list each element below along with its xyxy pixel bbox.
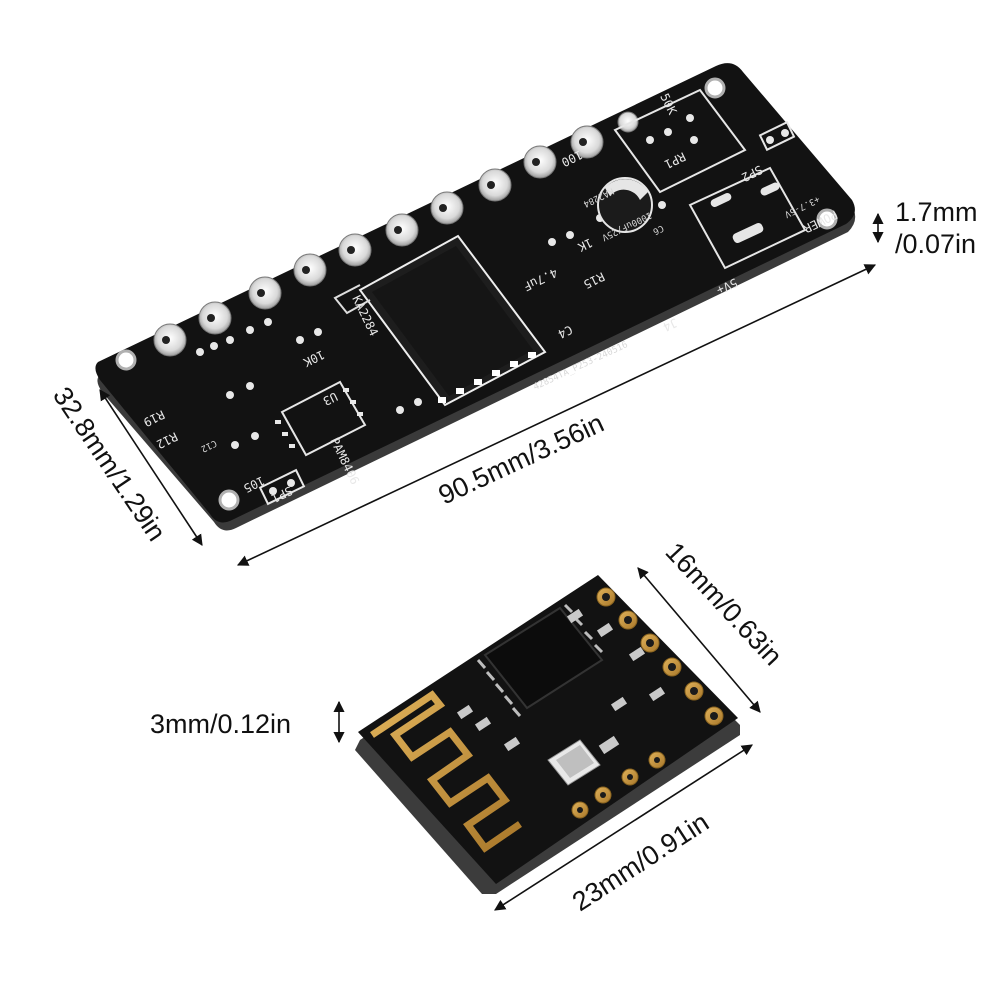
silk-r1k: 1K — [575, 235, 595, 254]
power-connector-outline — [688, 166, 807, 270]
silk-cap-ref: C6 — [651, 222, 665, 236]
dim-line-module-width — [637, 567, 761, 713]
module-ic — [483, 606, 604, 710]
sp2-terminal — [758, 120, 796, 152]
dim-line-width — [99, 389, 203, 546]
mounting-holes — [115, 77, 838, 511]
label-module-thickness: 3mm/0.12in — [150, 709, 291, 739]
dim-line-length — [236, 264, 877, 566]
main-pcb: 50K RP1 SP2 POWER +3.7-5V C6 1000uF/25V … — [95, 63, 856, 531]
label-thickness-line2: /0.07in — [895, 229, 976, 259]
label-main-length: 90.5mm/3.56in — [434, 408, 609, 511]
antenna-trace — [370, 690, 522, 853]
dim-line-module-length — [494, 744, 753, 911]
label-thickness-line1: 1.7mm — [895, 197, 978, 227]
pot-outline — [613, 88, 747, 194]
label-module-width: 16mm/0.63in — [660, 537, 788, 672]
dimension-lines — [99, 212, 884, 911]
capacitor-c6 — [597, 177, 653, 233]
